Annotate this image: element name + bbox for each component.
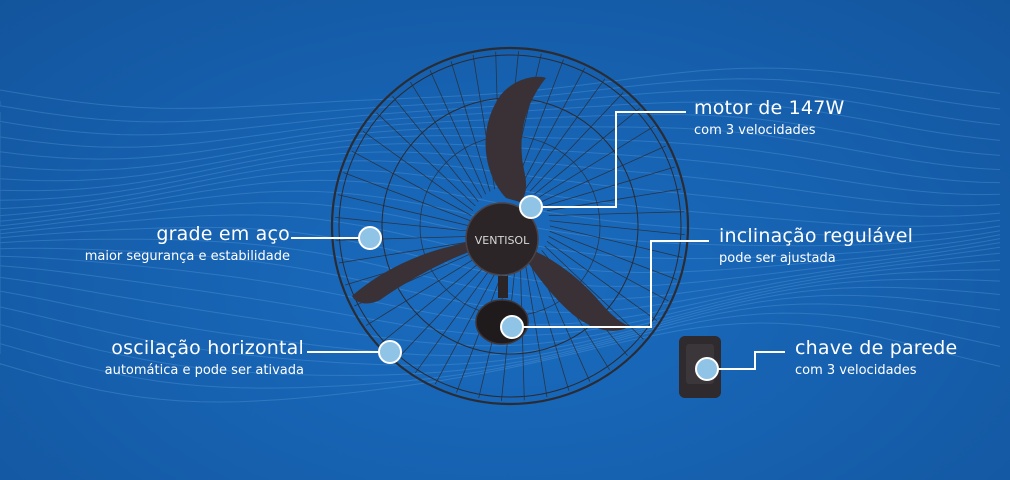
wave-line: [0, 67, 1001, 109]
guard-spoke: [549, 225, 683, 258]
guard-spoke: [514, 59, 564, 187]
guard-spoke: [548, 211, 685, 217]
guard-spoke: [548, 236, 669, 302]
wave-line: [0, 78, 1001, 123]
callout-grade-subtitle: maior segurança e estabilidade: [84, 249, 290, 264]
callout-chave-title: chave de parede: [795, 337, 958, 359]
brand-logo: VENTISOL: [475, 234, 530, 247]
callout-motor-title: motor de 147W: [694, 97, 845, 119]
wave-line: [0, 238, 1001, 301]
guard-spoke: [434, 264, 500, 385]
guard-spoke: [362, 130, 474, 212]
wave-line: [0, 303, 1001, 376]
callout-inclinacao-title: inclinação regulável: [719, 225, 914, 247]
callout-oscilacao: oscilação horizontal automática e pode s…: [105, 336, 304, 380]
guard-spoke: [524, 262, 548, 398]
callout-chave: chave de parede com 3 velocidades: [795, 336, 957, 380]
guard-spoke: [335, 217, 471, 232]
callout-grade: grade em aço maior segurança e estabilid…: [85, 222, 290, 266]
guard-spoke: [414, 262, 496, 374]
marker-chave-icon: [695, 357, 719, 381]
guard-spoke: [376, 112, 476, 207]
callout-motor: motor de 147W com 3 velocidades: [694, 96, 845, 140]
wave-line: [0, 101, 1001, 148]
guard-spoke: [351, 150, 472, 216]
guard-spoke: [520, 67, 586, 188]
callout-chave-subtitle: com 3 velocidades: [795, 363, 917, 378]
callout-motor-subtitle: com 3 velocidades: [694, 123, 816, 138]
guard-spoke: [338, 240, 474, 264]
guard-spoke: [529, 260, 570, 391]
guard-spoke: [450, 61, 491, 192]
guard-spoke: [549, 230, 677, 280]
guard-spoke: [365, 253, 482, 326]
wave-line: [0, 89, 1001, 136]
marker-grade-icon: [358, 226, 382, 250]
wave-line: [0, 322, 1001, 403]
callout-markers: [358, 195, 719, 381]
callout-oscilacao-subtitle: automática e pode ser ativada: [104, 363, 304, 378]
wave-line: [0, 286, 1001, 357]
wave-line: [0, 179, 1001, 237]
guard-spoke: [396, 260, 491, 360]
callout-inclinacao-subtitle: pode ser ajustada: [719, 251, 836, 266]
guard-spoke: [524, 78, 606, 190]
callout-oscilacao-title: oscilação horizontal: [111, 337, 304, 359]
guard-spoke: [429, 70, 487, 195]
guard-spoke: [392, 96, 479, 202]
callout-inclinacao: inclinação regulável pode ser ajustada: [719, 224, 913, 268]
guard-spoke: [529, 92, 624, 192]
guard-spoke: [544, 245, 644, 340]
guard-spoke: [538, 126, 655, 199]
guard-spoke: [546, 240, 658, 322]
fan-blades: [352, 76, 630, 331]
guard-spoke: [541, 145, 666, 203]
wave-line: [0, 312, 1001, 389]
guard-spoke: [343, 172, 471, 222]
wave-line: [0, 169, 1001, 227]
wave-line: [0, 276, 1001, 347]
guard-spoke: [380, 257, 486, 344]
guard-spoke: [410, 81, 483, 198]
guard-spoke: [337, 194, 471, 227]
guard-spoke: [544, 166, 675, 207]
callout-lines: [291, 111, 785, 370]
marker-oscilacao-icon: [378, 340, 402, 364]
wave-line: [0, 160, 1001, 217]
guard-spoke: [534, 108, 640, 195]
marker-inclinacao-icon: [500, 315, 524, 339]
callout-grade-title: grade em aço: [156, 223, 290, 245]
wave-line: [0, 294, 1001, 366]
marker-motor-icon: [519, 195, 543, 219]
guard-spoke: [549, 220, 685, 235]
